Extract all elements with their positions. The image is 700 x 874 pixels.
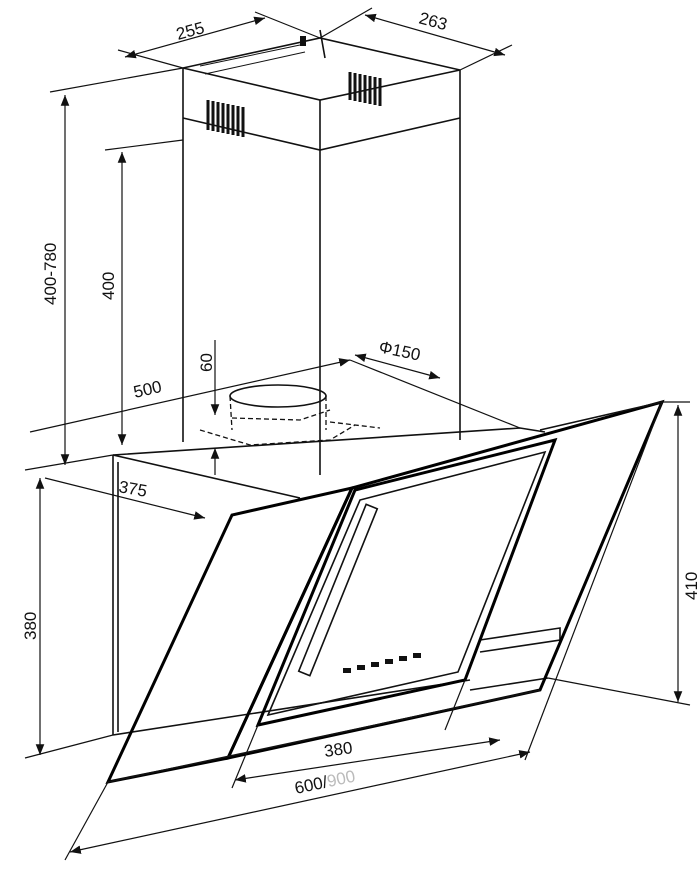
dim-body-height: 380 bbox=[21, 612, 40, 640]
dim-chimney-width: 255 bbox=[174, 18, 206, 44]
control-button[interactable] bbox=[399, 656, 407, 661]
control-button[interactable] bbox=[385, 659, 393, 664]
dim-canopy-depth-top: 500 bbox=[132, 377, 164, 402]
vent-louvre-left bbox=[206, 100, 245, 137]
dim-outlet-diameter: Φ150 bbox=[377, 337, 422, 364]
control-button[interactable] bbox=[413, 653, 421, 658]
dim-total-width: 600/900 bbox=[293, 767, 357, 798]
dim-chimney-height: 400 bbox=[99, 272, 118, 300]
dim-canopy-depth: 375 bbox=[117, 477, 148, 501]
control-button[interactable] bbox=[357, 665, 365, 670]
dim-chimney-depth: 263 bbox=[417, 9, 449, 35]
dim-glass-height: 410 bbox=[682, 572, 700, 600]
dim-panel-width: 380 bbox=[323, 738, 354, 761]
chimney bbox=[182, 29, 461, 475]
vent-louvre-right bbox=[348, 72, 382, 106]
control-panel bbox=[255, 437, 558, 728]
dim-outlet-height: 60 bbox=[197, 353, 216, 372]
control-button[interactable] bbox=[343, 668, 351, 673]
dim-chimney-height-range: 400-780 bbox=[41, 243, 60, 305]
outlet-collar bbox=[199, 384, 381, 446]
dim-total-width-alt: 900 bbox=[325, 767, 357, 791]
glass-panel bbox=[105, 399, 665, 785]
control-button[interactable] bbox=[371, 662, 379, 667]
control-buttons bbox=[343, 653, 421, 673]
dimension-lines bbox=[24, 7, 691, 861]
